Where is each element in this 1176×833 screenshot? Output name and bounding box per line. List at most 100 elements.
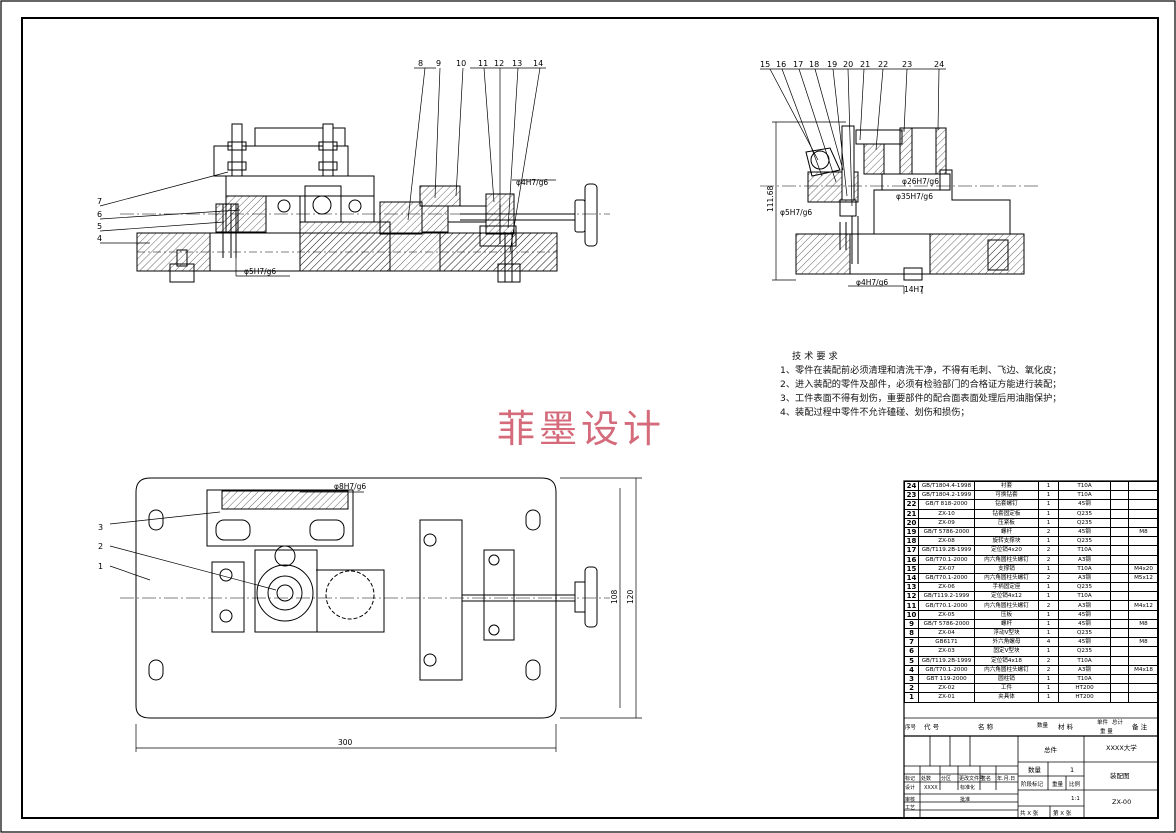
bom-qty: 1 xyxy=(1038,480,1059,492)
bom-material: Q235 xyxy=(1058,627,1111,639)
bom-material: T10A xyxy=(1058,490,1111,501)
bom-no: 3 xyxy=(904,673,919,685)
bom-material: HT200 xyxy=(1058,683,1111,694)
dim-plan-fit: φ8H7/g6 xyxy=(334,482,366,491)
bom-material: T10A xyxy=(1058,563,1111,574)
tb-header-qty: 数量 xyxy=(1037,721,1049,729)
bom-qty: 1 xyxy=(1038,591,1059,602)
bom-name: 衬套 xyxy=(974,480,1039,492)
bom-no: 24 xyxy=(904,480,919,492)
tb-std-label: 标准化 xyxy=(960,784,975,791)
bom-material: Q235 xyxy=(1058,517,1111,528)
dim-front-fit-1: φ4H7/g6 xyxy=(516,178,548,187)
bom-note: M4x20 xyxy=(1128,563,1159,574)
bom-name: 外六角螺母 xyxy=(974,637,1039,648)
bom-note xyxy=(1128,545,1159,556)
tb-sheet-no: 第 X 张 xyxy=(1053,809,1072,817)
balloon-8: 8 xyxy=(418,59,423,68)
bom-note xyxy=(1128,536,1159,547)
tb-header-note: 备 注 xyxy=(1132,722,1148,731)
bom-no: 1 xyxy=(904,692,919,703)
tb-date-label: 年.月.日 xyxy=(997,775,1015,782)
technical-requirements: 技术要求 1、零件在装配前必须清理和清洗干净，不得有毛刺、飞边、氧化皮； 2、进… xyxy=(780,350,1110,420)
front-balloon-labels: 8 9 10 11 12 13 14 7 6 5 4 xyxy=(97,59,543,243)
bom-code: ZX-07 xyxy=(918,563,975,574)
front-dimension-labels: φ4H7/g6 φ5H7/g6 xyxy=(244,178,548,276)
bom-weight xyxy=(1110,536,1129,547)
tb-header-name: 名 称 xyxy=(978,722,994,731)
balloon-17: 17 xyxy=(793,60,803,69)
bom-qty: 2 xyxy=(1038,600,1059,611)
bom-qty: 1 xyxy=(1038,582,1059,593)
balloon-10: 10 xyxy=(456,59,466,68)
bom-weight xyxy=(1110,508,1129,519)
balloon-6: 6 xyxy=(97,210,102,219)
bom-no: 19 xyxy=(904,526,919,538)
bom-name: 内六角圆柱头螺钉 xyxy=(974,572,1039,584)
bom-code: GB/T1804.4-1998 xyxy=(918,480,975,492)
bom-qty: 4 xyxy=(1038,637,1059,648)
side-balloon-labels: 15 16 17 18 19 20 21 22 23 24 xyxy=(760,60,944,69)
bom-qty: 1 xyxy=(1038,499,1059,510)
side-view xyxy=(795,125,1025,281)
dim-side-fit-2: φ35H7/g6 xyxy=(896,192,933,201)
dim-front-fit-2: φ5H7/g6 xyxy=(244,267,276,276)
bom-no: 22 xyxy=(904,499,919,510)
bom-code: ZX-03 xyxy=(918,646,975,657)
tb-drawing-name: 装配图 xyxy=(1110,771,1130,780)
bom-qty: 1 xyxy=(1038,517,1059,528)
front-view xyxy=(136,123,598,283)
bom-qty: 2 xyxy=(1038,664,1059,675)
balloon-11: 11 xyxy=(478,59,488,68)
bom-qty: 1 xyxy=(1038,692,1059,703)
bom-qty: 1 xyxy=(1038,536,1059,547)
tb-change-label: 更改文件号 xyxy=(959,775,984,782)
balloon-21: 21 xyxy=(860,60,870,69)
bom-no: 12 xyxy=(904,591,919,602)
bom-material: Q235 xyxy=(1058,536,1111,547)
dim-side-fit-3: φ5H7/g6 xyxy=(780,208,812,217)
tb-review-label: 审核 xyxy=(905,796,915,803)
balloon-24: 24 xyxy=(934,60,944,69)
bom-weight xyxy=(1110,627,1129,639)
bom-no: 8 xyxy=(904,627,919,639)
bom-qty: 2 xyxy=(1038,554,1059,565)
bom-weight xyxy=(1110,683,1129,694)
front-leaders xyxy=(99,67,556,277)
balloon-13: 13 xyxy=(512,59,522,68)
bom-note xyxy=(1128,627,1159,639)
bom-code: GBT 119-2000 xyxy=(918,673,975,685)
bom-note xyxy=(1128,508,1159,519)
tb-weight-label: 重量 xyxy=(1052,780,1064,788)
balloon-7: 7 xyxy=(97,197,102,206)
bom-weight xyxy=(1110,572,1129,584)
tb-header-total: 总计 xyxy=(1112,718,1124,726)
bom-no: 23 xyxy=(904,490,919,501)
bom-weight xyxy=(1110,563,1129,574)
bom-material: 45钢 xyxy=(1058,526,1111,538)
bom-weight xyxy=(1110,499,1129,510)
bom-weight xyxy=(1110,591,1129,602)
dim-side-fit-4: φ4H7/g6 xyxy=(856,278,888,287)
balloon-5: 5 xyxy=(97,222,102,231)
bom-no: 16 xyxy=(904,554,919,565)
balloon-14: 14 xyxy=(533,59,543,68)
bom-name: 支撑销 xyxy=(974,563,1039,574)
bom-qty: 1 xyxy=(1038,673,1059,685)
balloon-18: 18 xyxy=(809,60,819,69)
bom-weight xyxy=(1110,490,1129,501)
bom-name: 内六角圆柱头螺钉 xyxy=(974,600,1039,611)
bom-weight xyxy=(1110,545,1129,556)
bom-name: 工件 xyxy=(974,683,1039,694)
bom-note xyxy=(1128,480,1159,492)
bom-code: GB/T 5786-2000 xyxy=(918,526,975,538)
plan-view xyxy=(135,477,598,719)
bom-note xyxy=(1128,554,1159,565)
